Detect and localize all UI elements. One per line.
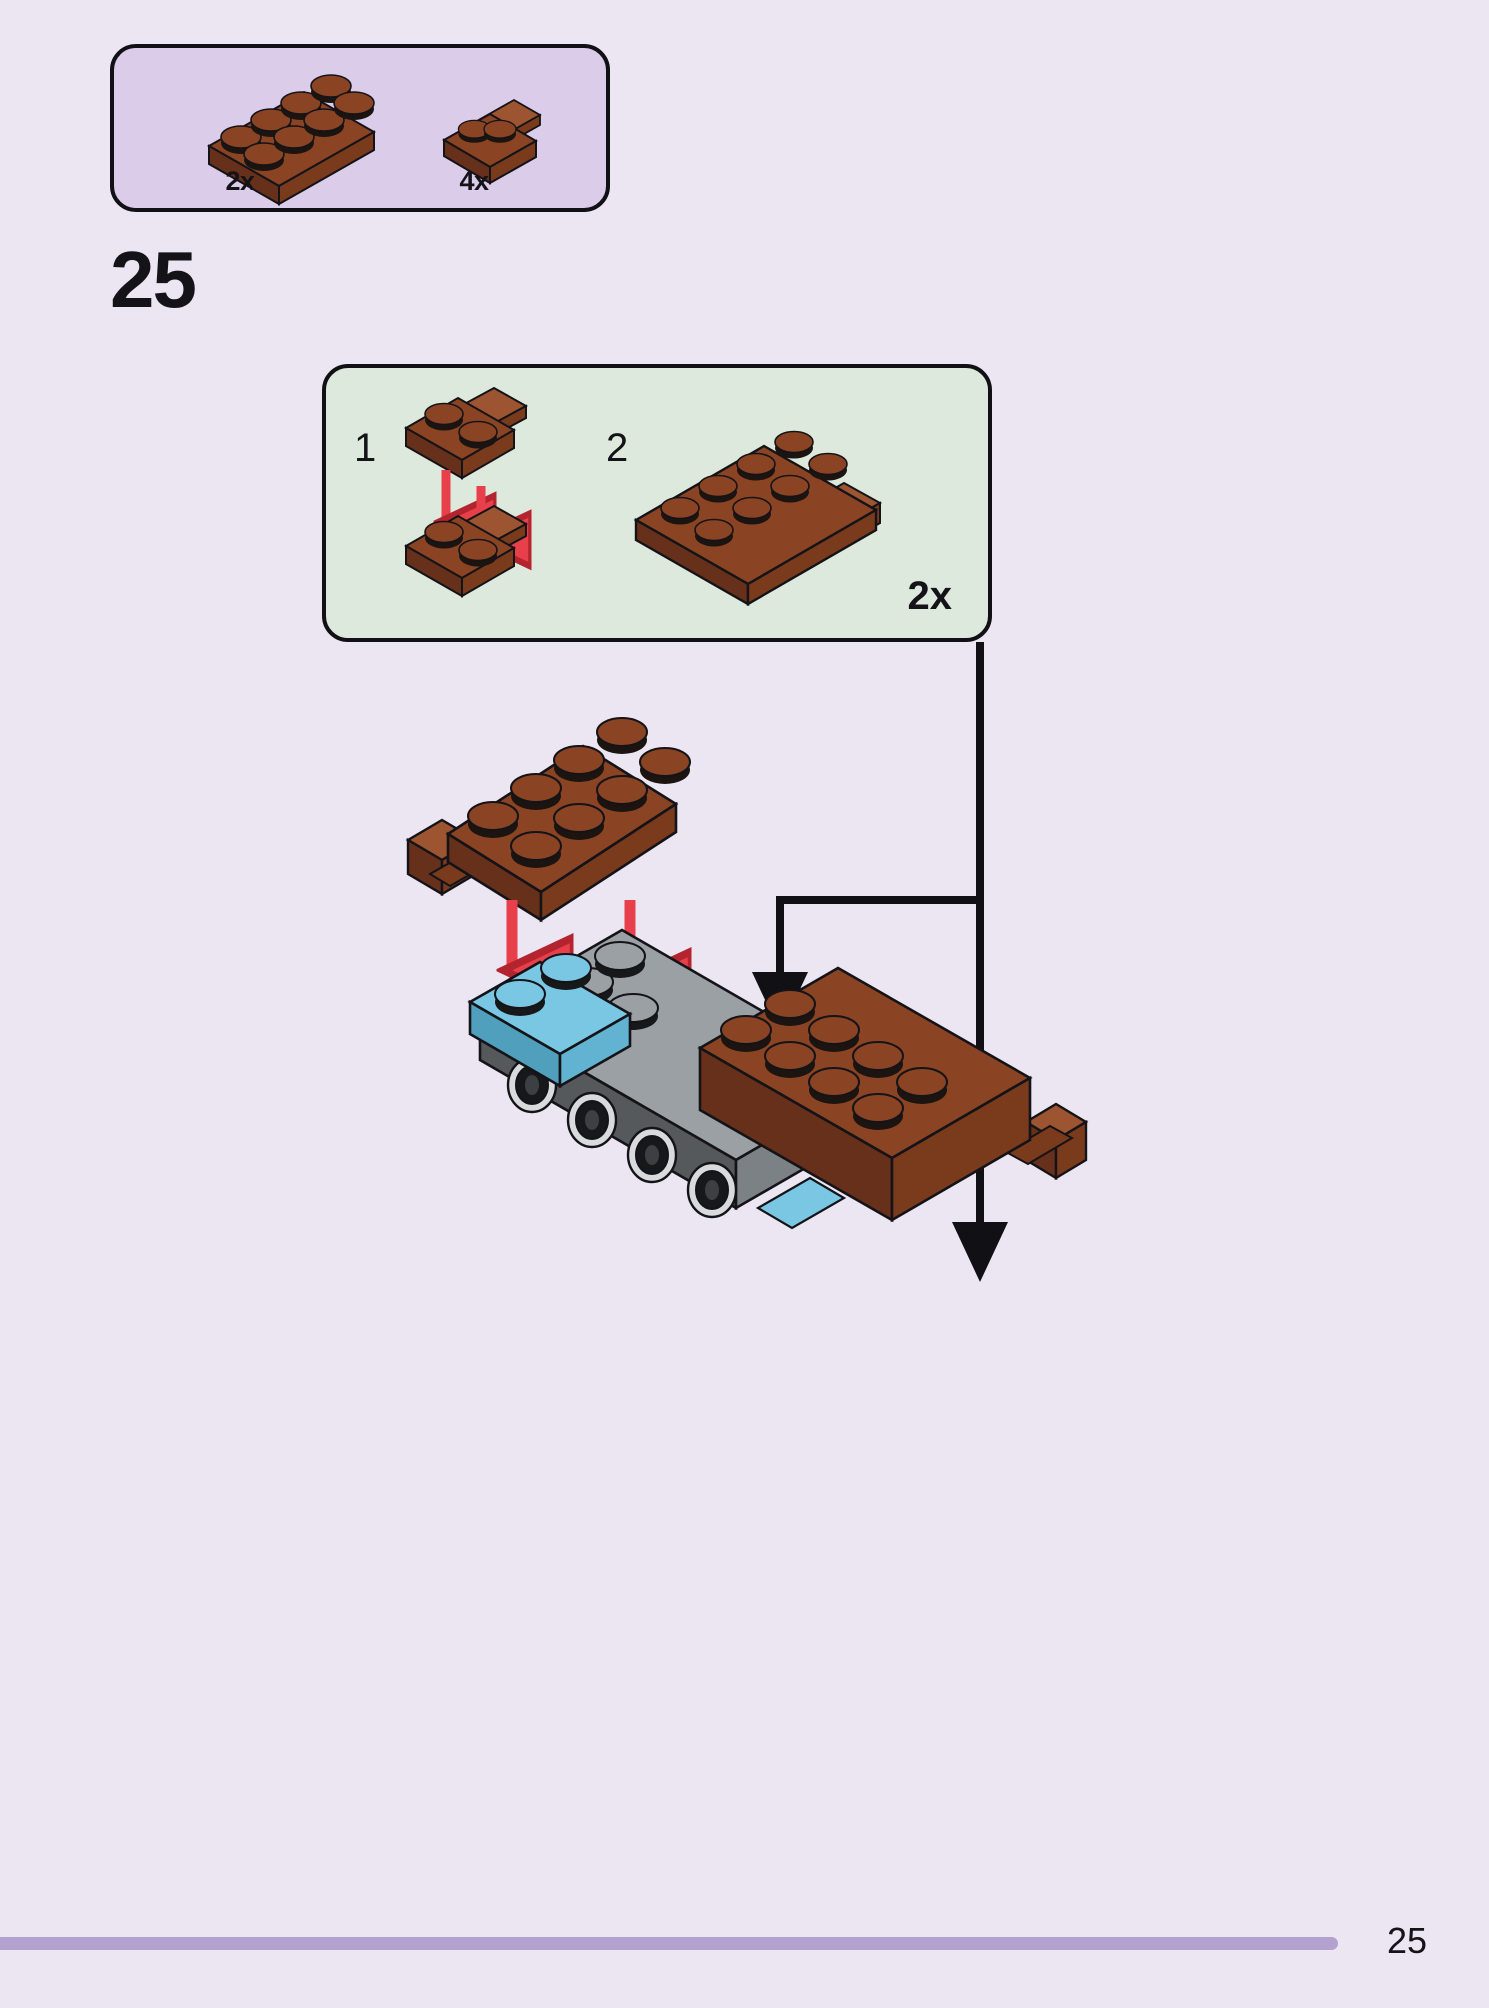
part-slot-2: 4x [414,168,534,195]
part-count-label: 2x [225,166,255,196]
substep1-lower-plate [403,504,529,598]
base-assembly [467,928,1089,1230]
flow-arrowhead-right [952,1222,1008,1282]
parts-callout-box: 2x 4x [110,44,610,212]
substep-quantity-label: 2x [907,574,953,618]
substep-callout-box: 1 2 2x [322,364,992,642]
substep1-upper-plate [403,386,529,480]
page-number: 25 [1386,1920,1427,1961]
floating-plate-2x4-with-rail [405,717,691,923]
substep1-red-arrows [446,470,481,538]
substep2-plate-2x4 [633,430,883,607]
part-count-label: 4x [459,166,489,196]
substep-label-2: 2 [606,426,629,470]
technic-holes [506,1056,738,1219]
plate-studs [467,717,691,869]
placement-arrows [512,900,630,982]
light-blue-plate-right [701,1036,811,1119]
light-blue-plate-left [467,953,633,1089]
substep-illustrations [403,386,883,607]
flow-line-branch [776,896,980,980]
part-slot-1: 2x [180,168,300,195]
brown-brick-right [697,966,1089,1223]
step-number: 25 [110,235,197,324]
grey-brick-row [477,928,881,1219]
blue-panel-detail [755,1176,847,1230]
substep-label-1: 1 [354,426,377,470]
flow-arrowhead-left [752,972,808,1032]
rail-top [405,818,479,862]
plate-top-face [445,744,679,894]
footer-rule [0,1937,1338,1950]
